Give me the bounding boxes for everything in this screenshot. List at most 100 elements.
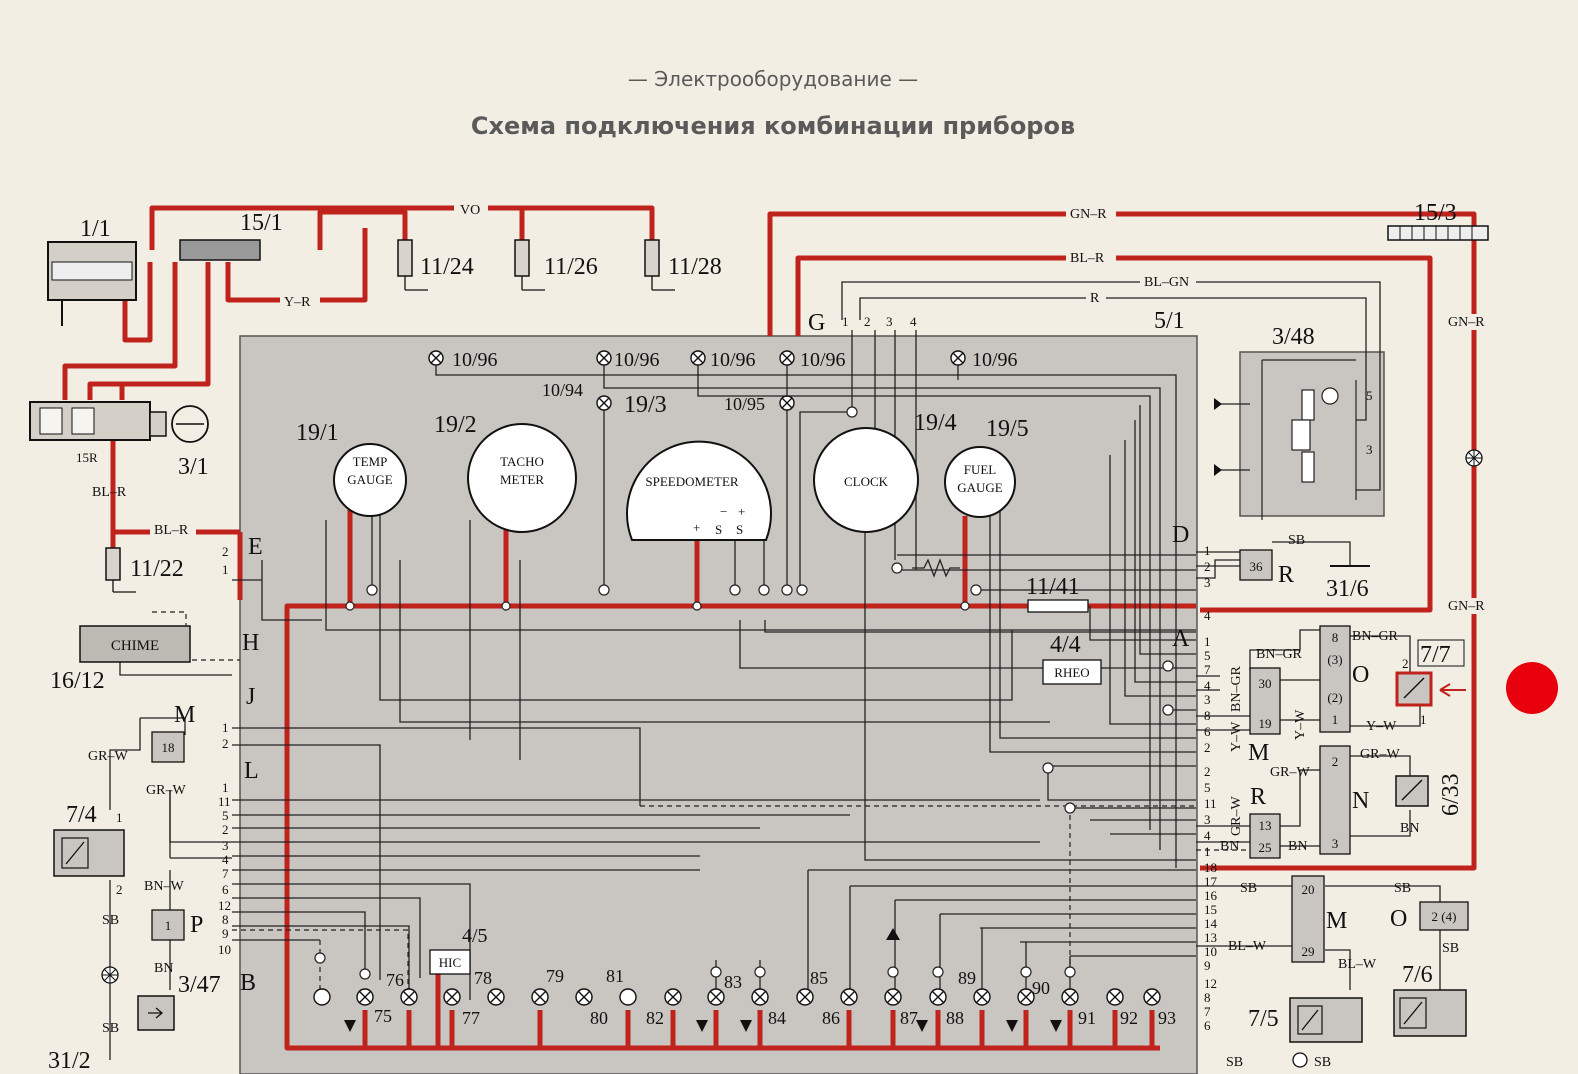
svg-text:R: R xyxy=(1250,784,1266,810)
svg-text:11: 11 xyxy=(218,794,231,809)
label-31-2: 31/2 xyxy=(48,1048,91,1074)
svg-text:METER: METER xyxy=(500,472,544,487)
svg-text:4: 4 xyxy=(910,314,917,329)
svg-text:1: 1 xyxy=(1204,634,1211,649)
gauge-temp: TEMP GAUGE 19/1 xyxy=(296,420,407,517)
svg-text:10: 10 xyxy=(1204,944,1217,959)
sensor-3-47: 3/47 xyxy=(137,972,221,1031)
label-1-1: 1/1 xyxy=(80,216,111,242)
label-11-22: 11/22 xyxy=(130,556,184,582)
svg-text:3: 3 xyxy=(886,314,893,329)
bulb-icon xyxy=(690,350,706,366)
bottom-bulb-row xyxy=(313,988,1161,1006)
switch-symbols xyxy=(1214,398,1222,476)
label-19-3: 19/3 xyxy=(624,392,667,418)
label-11-24: 11/24 xyxy=(420,254,474,280)
bulb-icon xyxy=(779,350,795,366)
bulb-icon xyxy=(596,395,612,411)
chime-label: CHIME xyxy=(111,638,159,654)
connector-15-1 xyxy=(179,239,261,261)
svg-text:10/95: 10/95 xyxy=(724,394,765,414)
switch-6-33: 6/33 xyxy=(1395,773,1464,816)
switch-7-5: 7/5 xyxy=(1248,997,1363,1043)
gauge-clock: CLOCK 19/4 xyxy=(813,410,957,533)
label-31-6: 31/6 xyxy=(1326,576,1369,602)
svg-text:10/96: 10/96 xyxy=(972,349,1018,371)
svg-text:SB: SB xyxy=(1314,1055,1331,1070)
svg-text:SPEEDOMETER: SPEEDOMETER xyxy=(645,474,739,489)
svg-text:SB: SB xyxy=(102,1021,119,1036)
svg-text:SB: SB xyxy=(1394,881,1411,896)
svg-text:5: 5 xyxy=(1366,388,1373,403)
svg-text:BN: BN xyxy=(1288,839,1307,854)
svg-text:92: 92 xyxy=(1120,1008,1138,1028)
svg-text:7: 7 xyxy=(222,866,229,881)
svg-text:10/96: 10/96 xyxy=(452,349,498,371)
svg-text:GN–R: GN–R xyxy=(1448,599,1485,614)
label-11-41: 11/41 xyxy=(1026,574,1080,600)
svg-text:8: 8 xyxy=(1332,630,1339,645)
svg-text:2: 2 xyxy=(1332,754,1339,769)
label-15-1: 15/1 xyxy=(240,210,283,236)
svg-text:10/96: 10/96 xyxy=(800,349,846,371)
ignition-switch-15r: 15R 3/1 xyxy=(29,401,209,480)
svg-text:FUEL: FUEL xyxy=(964,462,997,477)
svg-text:S: S xyxy=(736,522,743,537)
svg-text:8: 8 xyxy=(1204,990,1211,1005)
gauge-speedometer: SPEEDOMETER − + + S S 19/3 xyxy=(624,392,772,541)
section-header: — Электрооборудование — xyxy=(628,67,918,91)
svg-text:85: 85 xyxy=(810,968,828,988)
bulb-icon xyxy=(428,350,444,366)
svg-text:BL–R: BL–R xyxy=(154,523,189,538)
rheo-label: RHEO xyxy=(1054,665,1089,680)
bulb-icon xyxy=(929,988,947,1006)
signal-wires xyxy=(109,281,1441,1060)
svg-text:GR–W: GR–W xyxy=(88,749,128,764)
svg-text:BL–R: BL–R xyxy=(92,485,127,500)
pin-numbers-right: 1 2 3 4 1 5 7 4 3 8 6 2 2 5 11 3 4 1 18 … xyxy=(1204,543,1218,1033)
bulb-icon xyxy=(487,988,505,1006)
connector-g: G xyxy=(808,310,825,336)
svg-text:76: 76 xyxy=(386,970,404,990)
svg-text:13: 13 xyxy=(1204,930,1217,945)
svg-text:1: 1 xyxy=(1204,543,1211,558)
label-3-1: 3/1 xyxy=(178,454,209,480)
svg-text:6: 6 xyxy=(222,882,229,897)
fuse-11-24: 11/24 xyxy=(397,239,474,291)
label-19-1: 19/1 xyxy=(296,420,339,446)
label-19-4: 19/4 xyxy=(914,410,957,436)
svg-text:10/96: 10/96 xyxy=(614,349,660,371)
svg-text:R: R xyxy=(1278,562,1294,588)
svg-text:GAUGE: GAUGE xyxy=(957,480,1003,495)
module-36 xyxy=(1239,549,1273,581)
hic-box xyxy=(429,949,471,975)
svg-text:8: 8 xyxy=(222,912,229,927)
svg-text:3: 3 xyxy=(1204,575,1211,590)
switch-7-6: 7/6 xyxy=(1393,962,1467,1037)
svg-text:GR–W: GR–W xyxy=(1270,765,1310,780)
svg-text:90: 90 xyxy=(1032,978,1050,998)
svg-text:1: 1 xyxy=(1332,712,1339,727)
module-18 xyxy=(151,731,185,763)
svg-text:25: 25 xyxy=(1259,840,1272,855)
junction-dots xyxy=(314,406,1174,980)
bulb-icon xyxy=(1143,988,1161,1006)
svg-text:2: 2 xyxy=(1204,764,1211,779)
svg-text:17: 17 xyxy=(1204,874,1218,889)
rheo-box xyxy=(1042,659,1102,685)
chime-box xyxy=(79,625,191,663)
module-8-1 xyxy=(1319,625,1351,733)
svg-text:1: 1 xyxy=(1204,844,1211,859)
svg-text:2: 2 xyxy=(116,882,123,897)
svg-text:2: 2 xyxy=(1402,656,1409,671)
svg-text:2: 2 xyxy=(222,822,229,837)
svg-text:18: 18 xyxy=(1204,860,1217,875)
svg-text:10: 10 xyxy=(218,942,231,957)
wire-bl-gn xyxy=(841,281,1381,491)
svg-text:11: 11 xyxy=(1204,796,1217,811)
svg-text:BL–W: BL–W xyxy=(1338,957,1377,972)
wire-ign-3 xyxy=(87,262,211,400)
svg-text:7: 7 xyxy=(1204,1004,1211,1019)
svg-text:12: 12 xyxy=(218,898,231,913)
bulb-icon xyxy=(779,395,795,411)
